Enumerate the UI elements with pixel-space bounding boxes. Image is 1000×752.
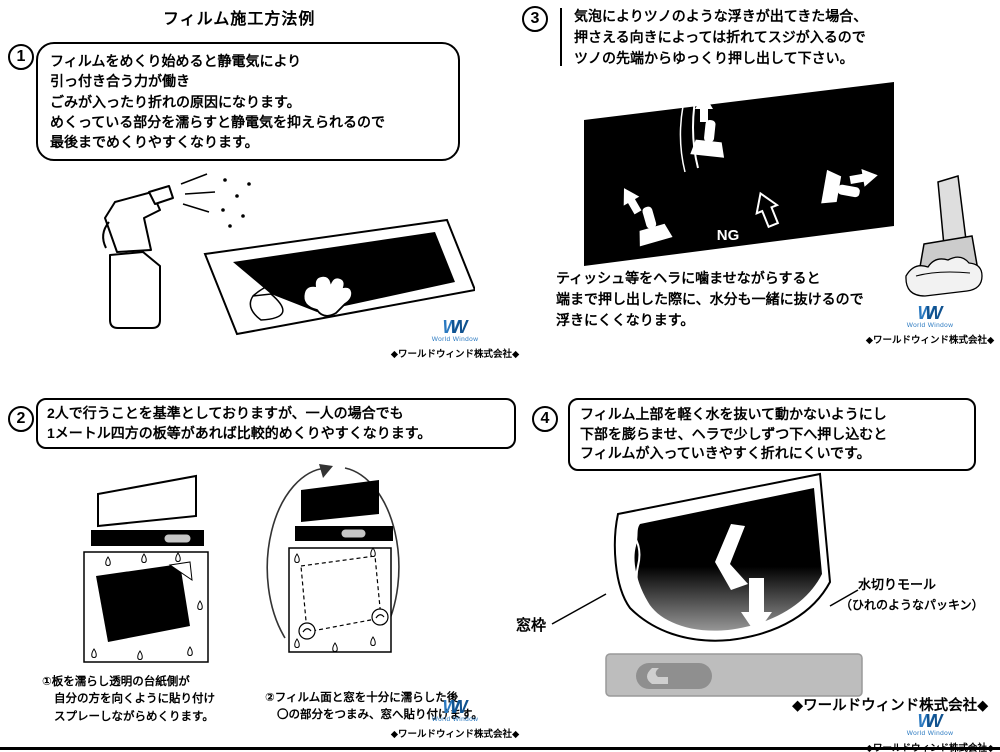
film-corner-fold [168, 561, 193, 582]
step-3-note-line: 端まで押し出した際に、水分も一緒に抜けるので [556, 291, 864, 307]
tinted-window [584, 82, 894, 266]
window-with-film [301, 480, 379, 522]
step-4-line: フィルム上部を軽く水を抜いて動かないようにし [580, 406, 887, 422]
down-arrow [741, 578, 772, 634]
worldwind-logo: WW World Window ◆ワールドウィンド株式会社◆ [864, 712, 996, 752]
ng-arrow [755, 191, 780, 229]
step-3-note-line: ティッシュ等をヘラに噛ませながらすると [556, 270, 821, 286]
ww-logo-mark: WW [442, 317, 468, 337]
door-insertion-illustration [551, 472, 863, 697]
molding-sub-label: （ひれのようなパッキン） [840, 598, 984, 612]
step-2-number: 2 [8, 406, 34, 432]
board-step1-caption: ①板を濡らし透明の台紙側が 自分の方を向くように貼り付け スプレーしながらめくり… [42, 674, 215, 726]
step-3-number: 3 [522, 6, 548, 32]
company-name: ◆ワールドウィンド株式会社◆ [390, 348, 520, 360]
caption-line: 〇の部分をつまみ、窓へ貼り付けます。 [277, 709, 483, 722]
logo-brand-text: World Window [906, 730, 954, 737]
company-name: ◆ワールドウィンド株式会社◆ [390, 728, 520, 740]
caption-line: ②フィルム面と窓を十分に濡らした後 [265, 692, 459, 704]
step-3-line: 押さえる向きによっては折れてスジが入るので [574, 29, 866, 45]
company-name: ◆ワールドウィンド株式会社◆ [865, 334, 995, 346]
worldwind-logo: WW World Window ◆ワールドウィンド株式会社◆ [374, 318, 536, 360]
step-4-number: 4 [532, 406, 558, 432]
step-4-line: フィルムが入っていきやすく折れにくいです。 [580, 445, 871, 462]
hand-icon [302, 274, 354, 317]
step-2-line: 2人で行うことを基準としておりますが、一人の場合でも [47, 405, 404, 421]
page-bottom-rule [0, 747, 1000, 750]
step-2-textbox: 2人で行うことを基準としておりますが、一人の場合でも 1メートル四方の板等があれ… [36, 398, 516, 449]
film-on-board [96, 564, 190, 642]
caption-line: スプレーしながらめくります。 [54, 710, 214, 723]
squeegee-shape [715, 524, 748, 590]
company-name-bold: ◆ワールドウィンド株式会社◆ [792, 698, 989, 714]
frame-gap-wave [630, 531, 647, 603]
flip-arrows [266, 467, 400, 639]
door-handle [163, 533, 192, 544]
pinch-mark [375, 614, 385, 619]
step-1-line: ごみが入ったり折れの原因になります。 [50, 93, 301, 110]
worldwind-logo: WW World Window ◆ワールドウィンド株式会社◆ [372, 698, 538, 740]
caption-line: 自分の方を向くように貼り付け [54, 693, 215, 706]
step-1-line: めくっている部分を濡らすと静電気を抑えられるので [50, 113, 386, 130]
worldwind-logo: WW World Window ◆ワールドウィンド株式会社◆ [864, 304, 996, 346]
door-handle [340, 528, 367, 539]
page-title: フィルム施工方法例 [163, 11, 316, 28]
ww-logo-mark: WW [917, 303, 943, 323]
spray-bottle-icon [102, 185, 174, 329]
step-1-line: 最後までめくりやすくなります。 [50, 134, 259, 151]
logo-brand-text: World Window [431, 336, 479, 343]
molding-label: 水切りモール [858, 577, 937, 592]
step-3-line: 気泡によりツノのような浮きが出てきた場合、 [574, 8, 868, 24]
step-3-note-textblock: ティッシュ等をヘラに噛ませながらすると 端まで押し出した際に、水分も一緒に抜ける… [556, 268, 864, 331]
step-3-line: ツノの先端からゆっくり押し出して下さい。 [574, 50, 854, 66]
bubble-removal-illustration: NG [584, 82, 983, 297]
squeegee-with-tissue [905, 175, 983, 297]
step-2-line: 1メートル四方の板等があれば比較的めくりやすくなります。 [47, 425, 432, 442]
pinch-mark [302, 628, 312, 633]
flip-arrowhead [319, 464, 333, 478]
window-frame-label: 窓枠 [516, 617, 547, 634]
logo-brand-text: World Window [906, 322, 954, 329]
step-4-line: 下部を膨らませ、ヘラで少しずつ下へ押し込むと [580, 425, 888, 442]
molding-leader [829, 589, 859, 607]
spray-dots [221, 178, 251, 228]
board-step2-caption: ②フィルム面と窓を十分に濡らした後 〇の部分をつまみ、窓へ貼り付けます。 [265, 690, 483, 725]
caption-line: ①板を濡らし透明の台紙側が [42, 676, 190, 688]
logo-brand-text: World Window [431, 716, 479, 723]
company-name: ◆ワールドウィンド株式会社◆ [866, 740, 995, 752]
step-1-textbox: フィルムをめくり始めると静電気により 引っ付き合う力が働き ごみが入ったり折れの… [36, 42, 460, 162]
step-3-textblock: 気泡によりツノのような浮きが出てきた場合、 押さえる向きによっては折れてスジが入… [574, 6, 867, 69]
board-method-step1-illustration [83, 474, 209, 663]
ng-label: NG [717, 227, 740, 244]
board-method-step2-illustration [266, 464, 400, 653]
ww-logo-mark: WW [917, 711, 943, 731]
step-1-line: 引っ付き合う力が働き [50, 73, 190, 90]
window-outline [97, 474, 197, 528]
window-frame-leader [551, 593, 607, 625]
step-4-textbox: フィルム上部を軽く水を抜いて動かないようにし 下部を膨らませ、ヘラで少しずつ下へ… [568, 398, 976, 471]
spray-mist [180, 173, 216, 213]
divider-line [560, 8, 562, 66]
pinch-point [298, 608, 389, 640]
ww-logo-mark: WW [442, 697, 468, 717]
step-1-number: 1 [8, 44, 34, 70]
door-sill [605, 653, 863, 697]
spray-film-illustration [102, 173, 475, 336]
step-3-note-line: 浮きにくくなります。 [556, 312, 695, 328]
film-sheet [203, 218, 475, 336]
film-crease-lines [679, 83, 699, 173]
step-1-line: フィルムをめくり始めると静電気により [50, 53, 302, 69]
